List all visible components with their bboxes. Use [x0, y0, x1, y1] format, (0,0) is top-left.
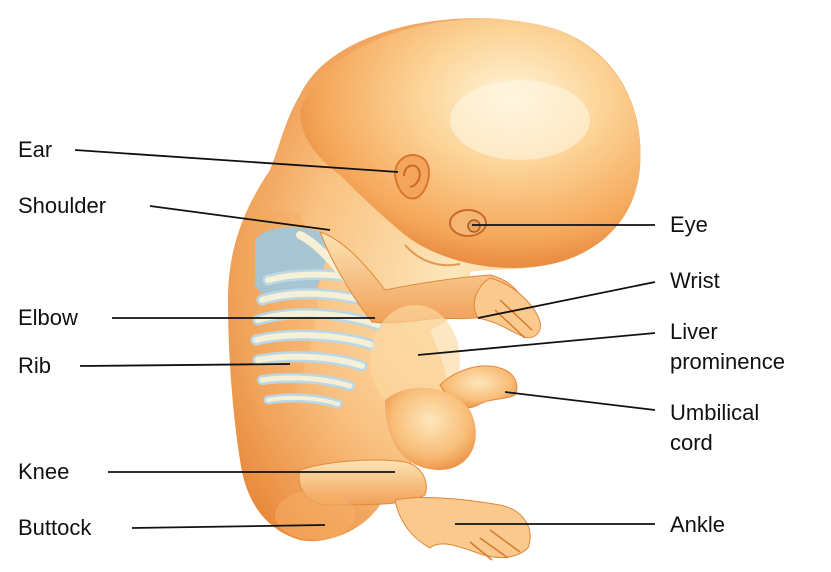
label-buttock: Buttock [18, 515, 91, 540]
head-highlight [450, 80, 590, 160]
label-umbilical-cord: Umbilical cord [670, 398, 759, 458]
label-shoulder: Shoulder [18, 193, 106, 218]
foot [395, 498, 530, 558]
label-wrist: Wrist [670, 268, 720, 293]
label-liver-prominence: Liver prominence [670, 317, 785, 377]
label-knee: Knee [18, 459, 69, 484]
label-ear: Ear [18, 137, 52, 162]
buttock-shape [275, 490, 355, 540]
label-elbow: Elbow [18, 305, 78, 330]
label-eye: Eye [670, 212, 708, 237]
label-rib: Rib [18, 353, 51, 378]
label-ankle: Ankle [670, 512, 725, 537]
leader-umbilical [505, 392, 655, 410]
